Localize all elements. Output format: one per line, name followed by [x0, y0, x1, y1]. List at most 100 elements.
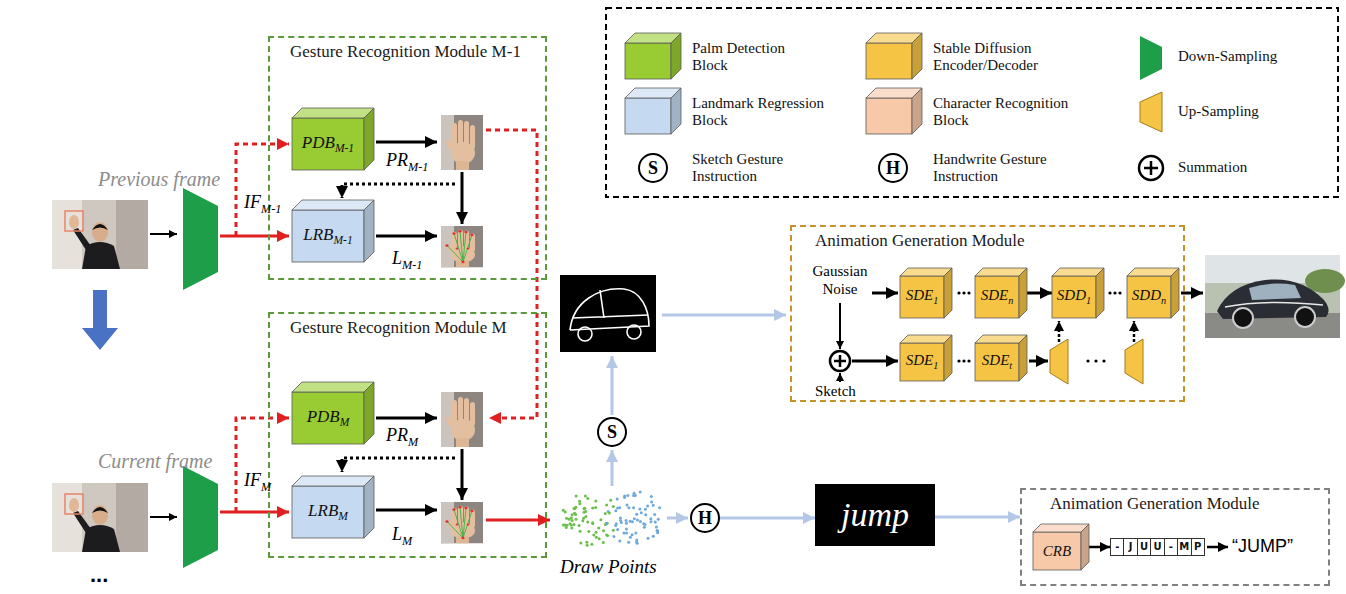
cube-side-shade	[1019, 335, 1027, 381]
cube-block	[292, 476, 374, 538]
dot	[1102, 359, 1105, 362]
draw-point	[573, 507, 576, 510]
block-face: SDEn	[975, 276, 1019, 318]
draw-point	[606, 534, 609, 537]
points-caption: Draw Points	[560, 556, 657, 579]
cube-side-shade	[1019, 268, 1027, 318]
up-sampling-swatch	[1140, 92, 1162, 132]
dot	[1086, 359, 1089, 362]
draw-point	[625, 522, 628, 525]
cube-side-shade	[671, 88, 681, 134]
dot	[967, 359, 970, 362]
cube-top	[1127, 268, 1179, 276]
up-sampling	[1050, 339, 1068, 384]
arrow	[376, 417, 437, 420]
car-window	[1249, 284, 1301, 300]
sequence-cell: P	[1191, 539, 1204, 555]
diffusion-block: SDEn	[975, 268, 1027, 318]
draw-point	[618, 506, 621, 509]
signal-name: PRM	[386, 425, 418, 449]
draw-point	[571, 513, 574, 516]
cube-block	[1127, 268, 1179, 318]
dot	[962, 359, 965, 362]
cube-front	[1033, 532, 1081, 570]
draw-point	[644, 523, 647, 526]
draw-point	[612, 505, 615, 508]
down-sampling	[183, 466, 218, 568]
draw-point	[627, 506, 630, 509]
legend-frame	[606, 8, 1338, 197]
draw-point	[626, 494, 629, 497]
draw-point	[612, 535, 615, 538]
legend-text: Down-Sampling	[1178, 48, 1318, 65]
input-name: Gaussian Noise	[809, 262, 871, 298]
sketch-symbol-swatch	[639, 154, 667, 182]
cube-top-light	[1033, 524, 1089, 532]
flow-arrow	[667, 517, 688, 520]
cube-front	[1052, 276, 1096, 318]
input-name: Gaussian Noise	[813, 263, 868, 297]
cube-front	[866, 98, 912, 134]
cube-side-shade	[364, 476, 374, 538]
legend-letter: S	[639, 157, 667, 179]
cube-front	[292, 486, 364, 538]
sequence-cell: J	[1123, 539, 1136, 555]
cube-top-light	[292, 476, 374, 486]
legend-text: Character Recognition Block	[933, 95, 1083, 130]
cube-front	[292, 392, 364, 444]
draw-point	[643, 526, 646, 529]
arrow	[852, 360, 898, 363]
legend-text: Palm Detection Block	[692, 40, 802, 75]
subscript: M-1	[408, 160, 428, 174]
cube-side	[912, 33, 922, 79]
draw-point	[635, 513, 638, 516]
block-name: SDE	[906, 287, 934, 303]
draw-point	[586, 521, 589, 524]
arrow	[1207, 546, 1228, 549]
dot	[1108, 291, 1111, 294]
cube-side-shade	[912, 88, 922, 134]
dot	[1118, 291, 1121, 294]
cube-side	[1019, 335, 1027, 381]
draw-point	[605, 504, 608, 507]
draw-point	[602, 541, 605, 544]
draw-point	[570, 527, 573, 530]
block-label: LRBM-1	[303, 226, 352, 247]
cube-top	[900, 335, 952, 343]
dotted-arrow	[1058, 321, 1061, 342]
cube-top-light	[975, 335, 1027, 343]
frame-caption: Previous frame	[98, 168, 220, 190]
block-label: SDDn	[1132, 288, 1166, 306]
cube-side-shade	[364, 382, 374, 444]
draw-point	[573, 523, 576, 526]
draw-point	[570, 516, 573, 519]
draw-point	[656, 531, 659, 534]
draw-point	[565, 517, 568, 520]
cube-block	[292, 382, 374, 444]
block-name: SDE	[906, 352, 934, 368]
summation-symbol	[830, 351, 850, 371]
instruction-letter: H	[698, 509, 712, 527]
draw-point	[647, 537, 650, 540]
legend-text: Up-Sampling	[1178, 103, 1318, 120]
frame-caption: Current frame	[98, 450, 212, 472]
draw-point	[625, 528, 628, 531]
draw-point	[581, 519, 584, 522]
block-subscript: 1	[933, 360, 938, 371]
landmark-regression-block: LRBM-1	[292, 200, 374, 262]
handwrite-symbol-swatch	[879, 154, 907, 182]
block-face: SDE1	[900, 343, 944, 381]
block-face: LRBM-1	[292, 210, 364, 262]
module-title: Gesture Recognition Module M-1	[290, 42, 521, 62]
legend-text: Handwrite Gesture Instruction	[933, 151, 1083, 186]
cube-top	[1052, 268, 1104, 276]
draw-point	[608, 511, 611, 514]
draw-point	[587, 530, 590, 533]
dot	[957, 291, 960, 294]
draw-point	[584, 495, 587, 498]
signal-name: L	[392, 524, 402, 544]
cube-side	[1081, 524, 1089, 570]
cube-top-light	[1052, 268, 1104, 276]
cube-block	[292, 108, 374, 170]
sequence-cell: M	[1177, 539, 1190, 555]
